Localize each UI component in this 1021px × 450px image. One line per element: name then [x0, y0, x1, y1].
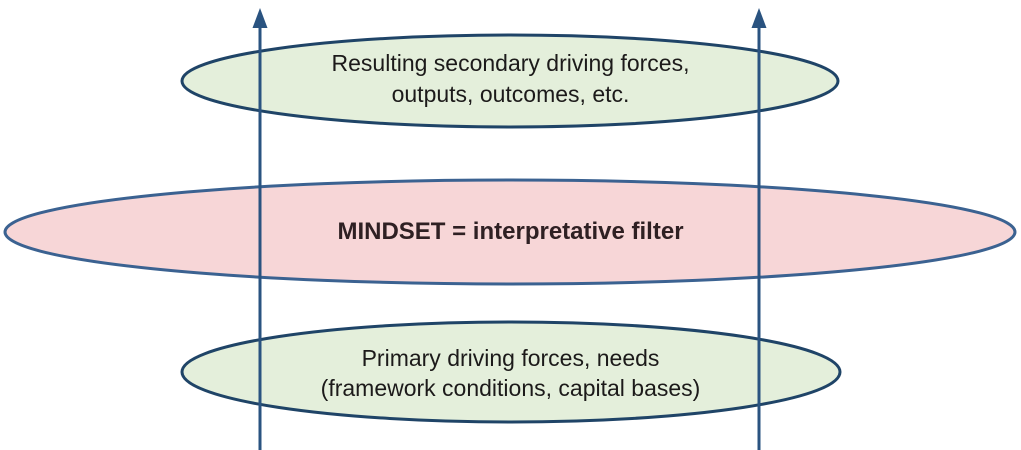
flow-arrow-right: [751, 8, 767, 450]
flow-arrow-left-head: [252, 8, 268, 28]
flow-arrow-right-head: [751, 8, 767, 28]
mindset-ellipse: [3, 178, 1017, 286]
primary-forces-ellipse: [180, 320, 842, 424]
flow-arrow-left: [252, 8, 268, 450]
secondary-forces-ellipse: [180, 33, 840, 129]
